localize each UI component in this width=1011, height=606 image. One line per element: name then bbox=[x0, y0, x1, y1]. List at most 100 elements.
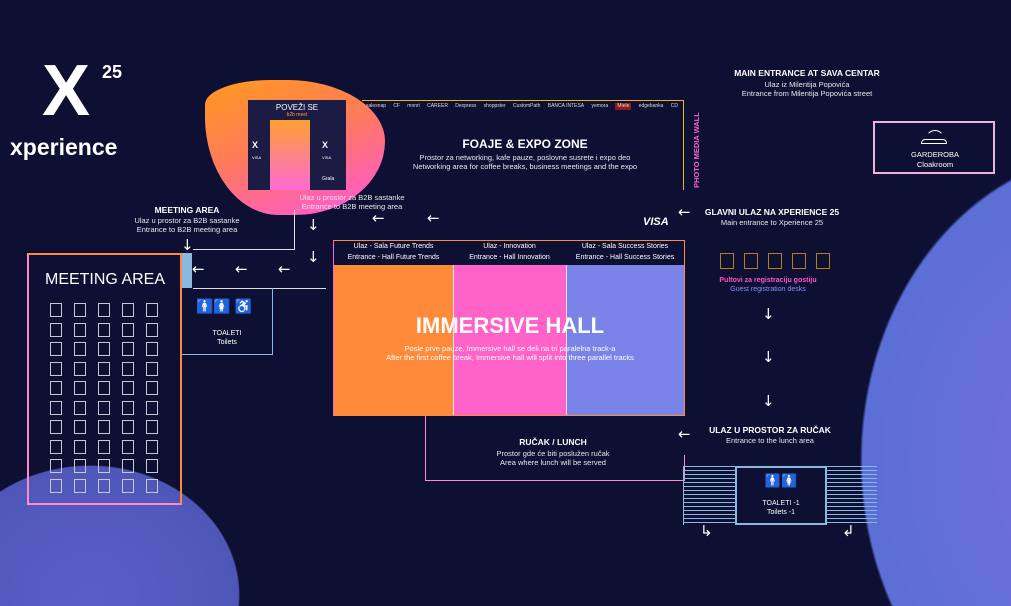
sponsor-logo: CAREER bbox=[427, 103, 448, 109]
meeting-table bbox=[146, 478, 158, 493]
meeting-table bbox=[98, 478, 110, 493]
meeting-table bbox=[50, 303, 62, 317]
meeting-table bbox=[146, 400, 158, 415]
visa-logo: VISA bbox=[643, 216, 669, 228]
meeting-table bbox=[122, 420, 134, 434]
arrow-left-icon: ← bbox=[678, 425, 691, 443]
track-zone bbox=[453, 265, 566, 415]
track-zone bbox=[334, 265, 453, 415]
photo-media-wall-label: PHOTO MEDIA WALL bbox=[692, 112, 701, 188]
meeting-table bbox=[74, 459, 86, 473]
meeting-table bbox=[98, 303, 110, 317]
meeting-table bbox=[74, 322, 86, 337]
track-entrance-label: Entrance - Hall Future Trends bbox=[347, 254, 440, 261]
meeting-table bbox=[146, 459, 158, 473]
lunch-desc-en: Area where lunch will be served bbox=[500, 458, 606, 467]
registration-desk bbox=[792, 253, 806, 269]
sponsor-logo: yemora bbox=[591, 103, 609, 109]
path-line bbox=[193, 210, 295, 250]
meeting-table bbox=[50, 381, 62, 395]
meeting-table bbox=[146, 303, 158, 317]
expo-desc-sr: Prostor za networking, kafe pauze, poslo… bbox=[419, 153, 631, 162]
registration-subtitle: Guest registration desks bbox=[730, 286, 806, 293]
meeting-table bbox=[98, 459, 110, 473]
meeting-table bbox=[98, 361, 110, 376]
arrow-down-icon: ↓ bbox=[181, 236, 194, 254]
meeting-table bbox=[98, 322, 110, 337]
arrow-left-icon: ← bbox=[678, 203, 691, 221]
meeting-table bbox=[98, 342, 110, 356]
arrow-left-icon: ← bbox=[235, 260, 248, 278]
track-entrance-label: Ulaz - Sala Success Stories bbox=[581, 243, 669, 250]
lunch-title: RUČAK / LUNCH bbox=[519, 437, 587, 447]
meeting-door bbox=[182, 253, 192, 288]
expo-title: FOAJE & EXPO ZONE bbox=[462, 137, 588, 151]
arrow-left-icon: ← bbox=[192, 260, 205, 278]
meeting-area-label: MEETING AREA bbox=[154, 205, 220, 215]
meeting-table bbox=[122, 361, 134, 376]
registration-desk bbox=[816, 253, 830, 269]
lunch-area-outline bbox=[425, 416, 685, 481]
sponsor-logo: monri bbox=[407, 103, 420, 109]
registration-title: Pultovi za registraciju gostiju bbox=[719, 277, 817, 284]
xperience-logo: X 25 xperience bbox=[10, 51, 123, 160]
meeting-table bbox=[50, 361, 62, 376]
meeting-table bbox=[146, 361, 158, 376]
track-zone bbox=[566, 265, 684, 415]
meeting-table bbox=[122, 322, 134, 337]
sponsor-logo: CD bbox=[670, 103, 678, 109]
registration-desk bbox=[720, 253, 734, 269]
track-entrance-label: Ulaz - Sala Future Trends bbox=[353, 243, 434, 250]
meeting-area-room: MEETING AREA bbox=[27, 253, 182, 505]
meeting-entrance-sr: Ulaz u prostor za B2B sastanke bbox=[134, 216, 240, 225]
meeting-table bbox=[74, 439, 86, 454]
arrow-down-icon: ↓ bbox=[762, 348, 775, 366]
meeting-table bbox=[98, 420, 110, 434]
hall-desc-sr: Posle prve pauze, Immersive hall se deli… bbox=[404, 344, 616, 353]
meeting-table bbox=[122, 459, 134, 473]
path-line bbox=[193, 288, 326, 289]
toilet-icons: 🚹🚺 ♿ bbox=[196, 298, 253, 314]
sponsor-logo: CF bbox=[393, 103, 400, 109]
lunch-entrance-title: ULAZ U PROSTOR ZA RUČAK bbox=[709, 425, 831, 435]
lunch-desc-sr: Prostor gde će biti poslužen ručak bbox=[496, 449, 610, 458]
arrow-down-icon: ↓ bbox=[762, 305, 775, 323]
decor-blob-bottom-left bbox=[0, 465, 240, 606]
arrow-down-icon: ↓ bbox=[307, 216, 320, 234]
toilets-lower-room: 🚹🚺 TOALETI -1 Toilets -1 bbox=[735, 466, 827, 525]
meeting-table bbox=[98, 439, 110, 454]
sponsor-logo: Miele bbox=[615, 103, 632, 110]
cloakroom-box: ⌒ GARDEROBA Cloakroom bbox=[873, 121, 995, 174]
meeting-table bbox=[122, 303, 134, 317]
expo-zone-outline bbox=[362, 100, 684, 190]
track-entrance-label: Entrance - Hall Innovation bbox=[469, 254, 550, 261]
meeting-table bbox=[98, 400, 110, 415]
arrow-turn-left-icon: ↲ bbox=[842, 522, 855, 540]
registration-desk bbox=[768, 253, 782, 269]
meeting-table bbox=[122, 400, 134, 415]
sponsor-logo: edgebanka bbox=[638, 103, 664, 109]
hanger-icon: ⌒ bbox=[928, 129, 942, 145]
meeting-table bbox=[146, 381, 158, 395]
meeting-table bbox=[122, 342, 134, 356]
meeting-table bbox=[122, 381, 134, 395]
meeting-table bbox=[50, 459, 62, 473]
meeting-table bbox=[50, 342, 62, 356]
toilet-icons: 🚹🚺 bbox=[764, 473, 798, 488]
arrow-left-icon: ← bbox=[427, 209, 440, 227]
sponsor-logo: CustomPath bbox=[512, 103, 541, 109]
meeting-entrance-en: Entrance to B2B meeting area bbox=[136, 225, 238, 234]
b2b-entrance-en: Entrance to B2B meeting area bbox=[301, 202, 403, 211]
sponsor-logo: BANCA INTESA bbox=[547, 103, 585, 109]
meeting-table bbox=[74, 400, 86, 415]
meeting-table bbox=[122, 439, 134, 454]
registration-desk bbox=[744, 253, 758, 269]
meeting-table bbox=[74, 361, 86, 376]
toilets-room: 🚹🚺 ♿ TOALETI Toilets bbox=[182, 288, 273, 355]
meeting-table bbox=[74, 478, 86, 493]
meeting-table bbox=[50, 322, 62, 337]
track-entrance-label: Ulaz - Innovation bbox=[483, 243, 536, 250]
meeting-table bbox=[50, 478, 62, 493]
arrow-turn-right-icon: ↳ bbox=[700, 522, 713, 540]
